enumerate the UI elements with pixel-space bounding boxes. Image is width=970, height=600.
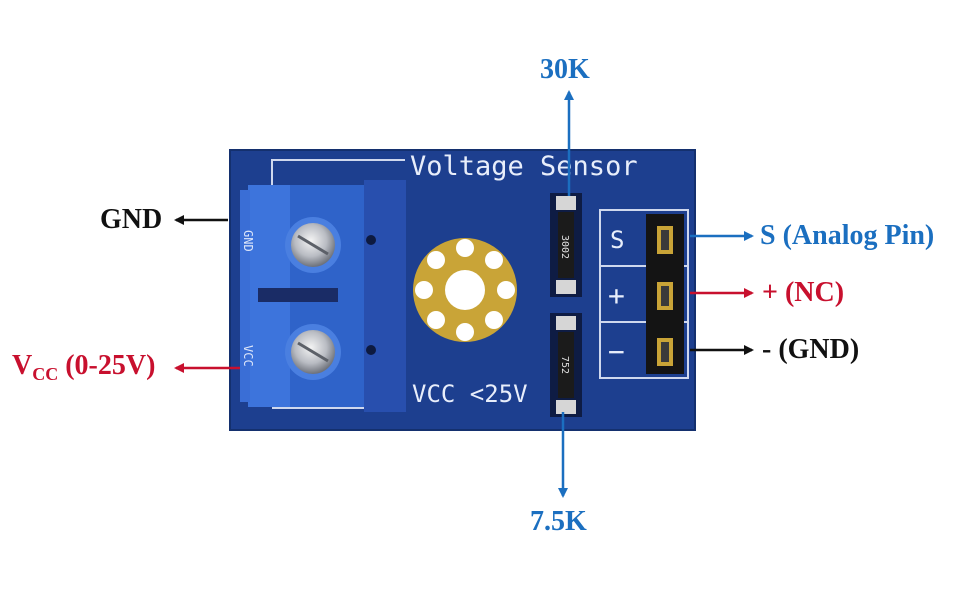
pin-label-minus: −	[608, 335, 625, 368]
vcc-silkscreen-text: VCC <25V	[412, 380, 528, 408]
bottom-resistor-label: 7.5K	[530, 506, 587, 537]
resistor-top: 3002	[550, 193, 582, 297]
resistor-bottom-code: 752	[559, 356, 570, 374]
screw-terminal: GND VCC	[240, 180, 406, 412]
pin-header: S + −	[599, 209, 689, 379]
terminal-vcc-text: VCC	[241, 345, 255, 367]
signal-pin-label: S (Analog Pin)	[760, 220, 935, 251]
vcc-label-sub: CC	[32, 364, 59, 384]
plus-pin-label: + (NC)	[762, 277, 845, 308]
resistor-top-code: 3002	[559, 235, 570, 259]
top-resistor-label: 30K	[540, 54, 590, 85]
board-title: Voltage Sensor	[410, 151, 638, 182]
terminal-gnd-text: GND	[241, 230, 255, 252]
resistor-bottom: 752	[550, 313, 582, 417]
pin-label-s: S	[610, 226, 624, 254]
minus-pin-label: - (GND)	[762, 334, 860, 365]
mounting-hole	[413, 238, 517, 342]
gnd-label: GND	[100, 204, 163, 235]
pin-label-plus: +	[608, 279, 625, 312]
vcc-label-main: V	[12, 350, 33, 381]
vcc-label: VCC (0-25V)	[12, 350, 156, 384]
vcc-label-range: (0-25V)	[58, 350, 156, 381]
